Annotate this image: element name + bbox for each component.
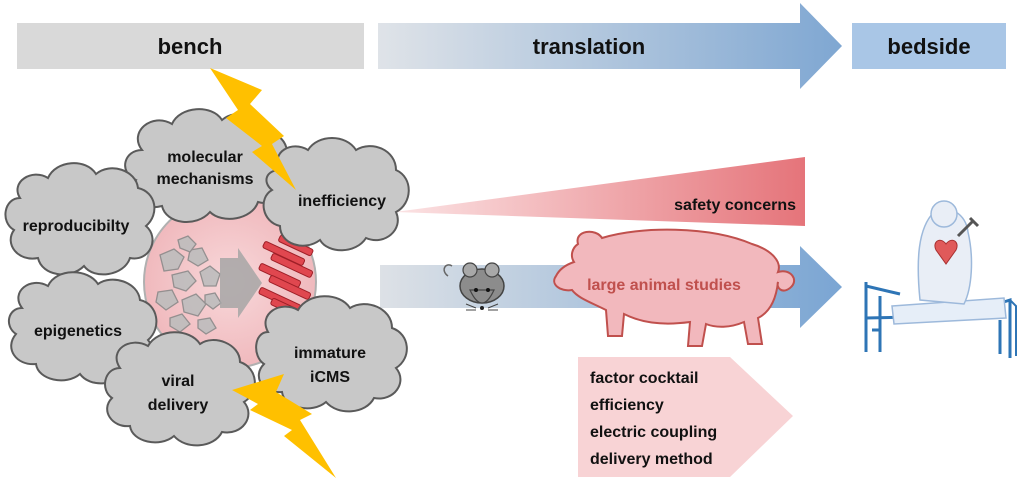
cloud-viral-delivery <box>104 331 256 447</box>
bedside-header-bar <box>852 23 1006 69</box>
patient-bed-icon <box>864 200 1017 358</box>
translation-label: translation <box>533 34 645 59</box>
cloud-inefficiency <box>262 137 410 252</box>
safety-concerns-wedge <box>395 157 805 226</box>
viral-label-line1: viral <box>162 373 195 390</box>
immature-label-line2: iCMS <box>310 369 350 386</box>
reproducibility-label: reproducibilty <box>23 218 130 235</box>
safety-concerns-label: safety concerns <box>674 197 796 214</box>
factor-item: electric coupling <box>590 424 717 441</box>
pig-icon <box>553 228 796 347</box>
factor-item: efficiency <box>590 397 664 414</box>
factor-item: factor cocktail <box>590 370 698 387</box>
mouse-icon <box>443 262 505 311</box>
bedside-label: bedside <box>887 34 970 59</box>
bench-header-bar <box>17 23 364 69</box>
bench-label: bench <box>158 34 223 59</box>
factor-item: delivery method <box>590 451 713 468</box>
viral-label-line2: delivery <box>148 397 209 414</box>
molecular-label-line1: molecular <box>167 149 243 166</box>
large-animal-studies-label: large animal studies <box>587 277 741 294</box>
translation-arrow <box>378 3 842 89</box>
inefficiency-label: inefficiency <box>298 193 386 210</box>
factors-arrow <box>578 357 793 477</box>
immature-label-line1: immature <box>294 345 366 362</box>
lightning-bolt-icon <box>210 68 296 190</box>
epigenetics-label: epigenetics <box>34 323 122 340</box>
cloud-reproducibility <box>4 162 156 276</box>
lightning-bolt-icon <box>232 374 336 478</box>
molecular-label-line2: mechanisms <box>157 171 254 188</box>
